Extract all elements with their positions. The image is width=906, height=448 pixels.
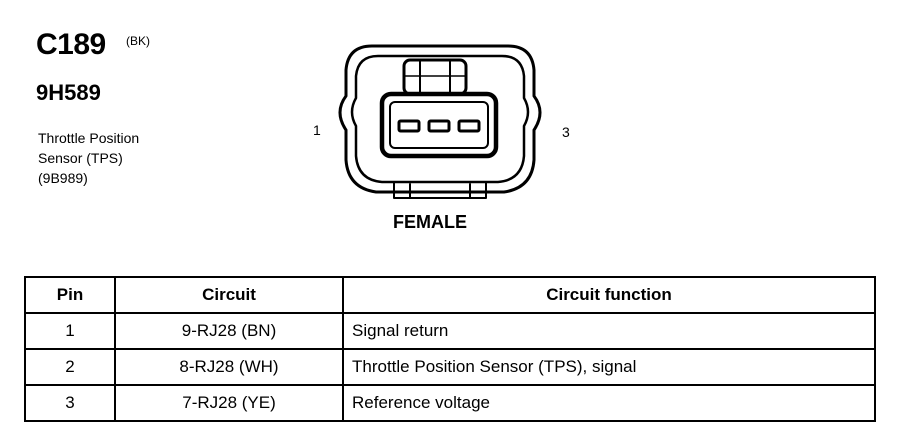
description-line-2: Sensor (TPS) — [38, 150, 123, 166]
connector-gender-label: FEMALE — [393, 212, 467, 232]
table-row: 1 9-RJ28 (BN) Signal return — [24, 312, 876, 350]
pin-1-slot — [397, 119, 421, 133]
table-row: 3 7-RJ28 (YE) Reference voltage — [24, 384, 876, 422]
description-line-3: (9B989) — [38, 170, 88, 186]
table-row: 2 8-RJ28 (WH) Throttle Position Sensor (… — [24, 348, 876, 386]
connector-housing-outline — [338, 44, 542, 194]
cell-function: Throttle Position Sensor (TPS), signal — [342, 348, 876, 386]
component-description: Throttle Position Sensor (TPS) (9B989) — [38, 128, 139, 188]
cell-function: Reference voltage — [342, 384, 876, 422]
cell-function: Signal return — [342, 312, 876, 350]
header-circuit: Circuit — [114, 276, 344, 314]
pin-3-label: 3 — [562, 124, 570, 140]
cell-pin: 1 — [24, 312, 116, 350]
pinout-table: Pin Circuit Circuit function 1 9-RJ28 (B… — [24, 276, 876, 422]
header-circuit-function: Circuit function — [342, 276, 876, 314]
description-line-1: Throttle Position — [38, 130, 140, 146]
pin-1-label: 1 — [313, 122, 321, 138]
cell-circuit: 9-RJ28 (BN) — [114, 312, 344, 350]
pin-3-slot — [457, 119, 481, 133]
table-header-row: Pin Circuit Circuit function — [24, 276, 876, 314]
cell-pin: 2 — [24, 348, 116, 386]
part-number: 9H589 — [36, 80, 101, 105]
cell-pin: 3 — [24, 384, 116, 422]
pin-2-slot — [427, 119, 451, 133]
locking-tab — [402, 58, 468, 96]
cell-circuit: 8-RJ28 (WH) — [114, 348, 344, 386]
cell-circuit: 7-RJ28 (YE) — [114, 384, 344, 422]
connector-inner-outline — [350, 54, 530, 184]
connector-color-code: (BK) — [126, 34, 150, 48]
connector-id: C189 — [36, 28, 106, 61]
header-pin: Pin — [24, 276, 116, 314]
connector-face-diagram — [338, 44, 542, 199]
terminal-cavity — [379, 91, 499, 159]
